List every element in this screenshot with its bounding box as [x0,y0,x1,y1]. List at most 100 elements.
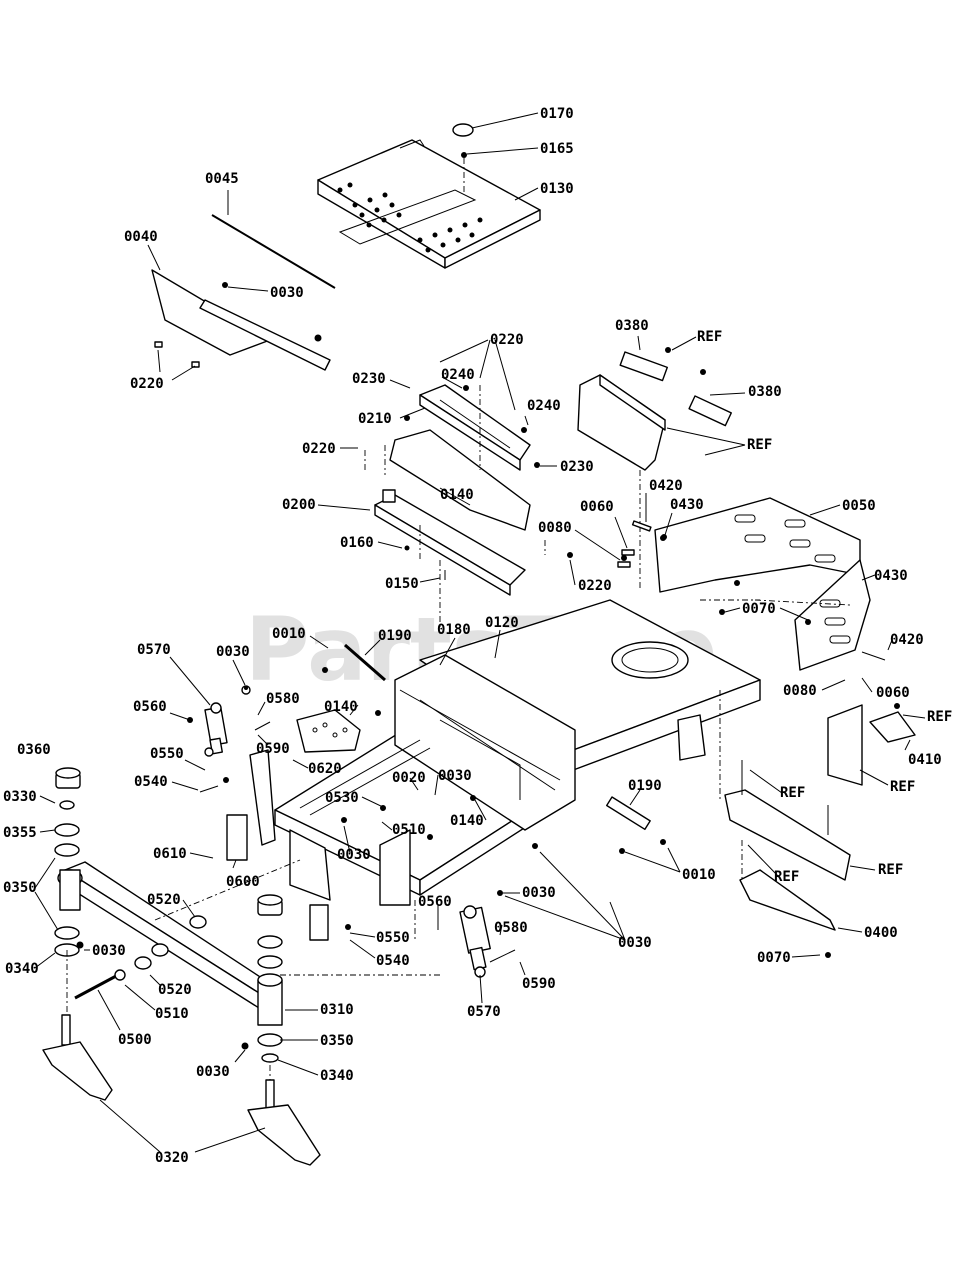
label-0420: 0420 [649,478,683,494]
label-0330: 0330 [3,789,37,805]
label-0590: 0590 [522,976,556,992]
label-REF: REF [878,862,903,878]
label-0160: 0160 [340,535,374,551]
assembly-lines [66,385,851,1080]
plate-0200 [364,450,526,596]
label-0350: 0350 [3,880,37,896]
label-0080: 0080 [538,520,572,536]
label-REF: REF [890,779,915,795]
rod-0190-upper [344,643,386,682]
cap-stack-right [257,894,283,1063]
foot-plate-0130 [317,123,541,269]
label-0010: 0010 [682,867,716,883]
label-0030: 0030 [216,644,250,660]
spindle-0320-left [42,1014,113,1101]
label-0540: 0540 [134,774,168,790]
callout-labels: 0170 0165 0130 0045 0040 0030 0220 0220 … [3,106,952,1166]
label-0020: 0020 [392,770,426,786]
label-0130: 0130 [540,181,574,197]
label-0220: 0220 [490,332,524,348]
label-0590: 0590 [256,741,290,757]
label-0520: 0520 [158,982,192,998]
label-0410: 0410 [908,752,942,768]
label-0030: 0030 [438,768,472,784]
label-0070: 0070 [757,950,791,966]
label-0570: 0570 [467,1004,501,1020]
bracket-0040 [151,269,331,371]
label-REF: REF [774,869,799,885]
cap-stack-left [54,767,81,957]
label-0230: 0230 [352,371,386,387]
label-REF: REF [697,329,722,345]
label-0355: 0355 [3,825,37,841]
label-0220: 0220 [130,376,164,392]
front-axle-0310 [57,861,283,1026]
label-0340: 0340 [320,1068,354,1084]
label-0220: 0220 [578,578,612,594]
leader-lines [34,112,926,1153]
label-0080: 0080 [783,683,817,699]
bracket-0140-upper [384,429,546,555]
bracket-0410 [827,703,916,786]
label-0010: 0010 [272,626,306,642]
label-0030: 0030 [92,943,126,959]
label-0050: 0050 [842,498,876,514]
label-0140: 0140 [440,487,474,503]
label-0180: 0180 [437,622,471,638]
label-0190: 0190 [628,778,662,794]
bracket-0140-mid [296,709,381,753]
label-0550: 0550 [376,930,410,946]
label-0200: 0200 [282,497,316,513]
label-0380: 0380 [748,384,782,400]
label-REF: REF [747,437,772,453]
label-0360: 0360 [17,742,51,758]
label-0030: 0030 [196,1064,230,1080]
label-0550: 0550 [150,746,184,762]
label-0030: 0030 [618,935,652,951]
label-0150: 0150 [385,576,419,592]
shock-absorber-0570-right [459,905,491,978]
label-0220: 0220 [302,441,336,457]
label-0570: 0570 [137,642,171,658]
label-0340: 0340 [5,961,39,977]
shock-absorber-0570-left [204,685,251,757]
label-0140: 0140 [324,699,358,715]
label-0600: 0600 [226,874,260,890]
label-0580: 0580 [266,691,300,707]
label-0170: 0170 [540,106,574,122]
label-0030: 0030 [522,885,556,901]
bracket-0400 [724,760,851,931]
label-0430: 0430 [670,497,704,513]
side-plate-0050 [617,497,871,671]
label-0520: 0520 [147,892,181,908]
bolt-0500 [74,915,207,1000]
label-0060: 0060 [876,685,910,701]
label-0030: 0030 [270,285,304,301]
label-REF: REF [780,785,805,801]
label-0560: 0560 [133,699,167,715]
label-0620: 0620 [308,761,342,777]
label-0540: 0540 [376,953,410,969]
label-0510: 0510 [155,1006,189,1022]
label-0560: 0560 [418,894,452,910]
label-0030: 0030 [337,847,371,863]
label-0240: 0240 [527,398,561,414]
label-0060: 0060 [580,499,614,515]
label-0190: 0190 [378,628,412,644]
label-0240: 0240 [441,367,475,383]
label-0430: 0430 [874,568,908,584]
label-0610: 0610 [153,846,187,862]
label-0230: 0230 [560,459,594,475]
rod-0190-lower [606,796,651,831]
plate-0210 [419,384,531,471]
label-0310: 0310 [320,1002,354,1018]
label-0350: 0350 [320,1033,354,1049]
label-0320: 0320 [155,1150,189,1166]
label-0500: 0500 [118,1032,152,1048]
rod-0045 [211,214,336,289]
label-0380: 0380 [615,318,649,334]
label-0040: 0040 [124,229,158,245]
label-0420: 0420 [890,632,924,648]
